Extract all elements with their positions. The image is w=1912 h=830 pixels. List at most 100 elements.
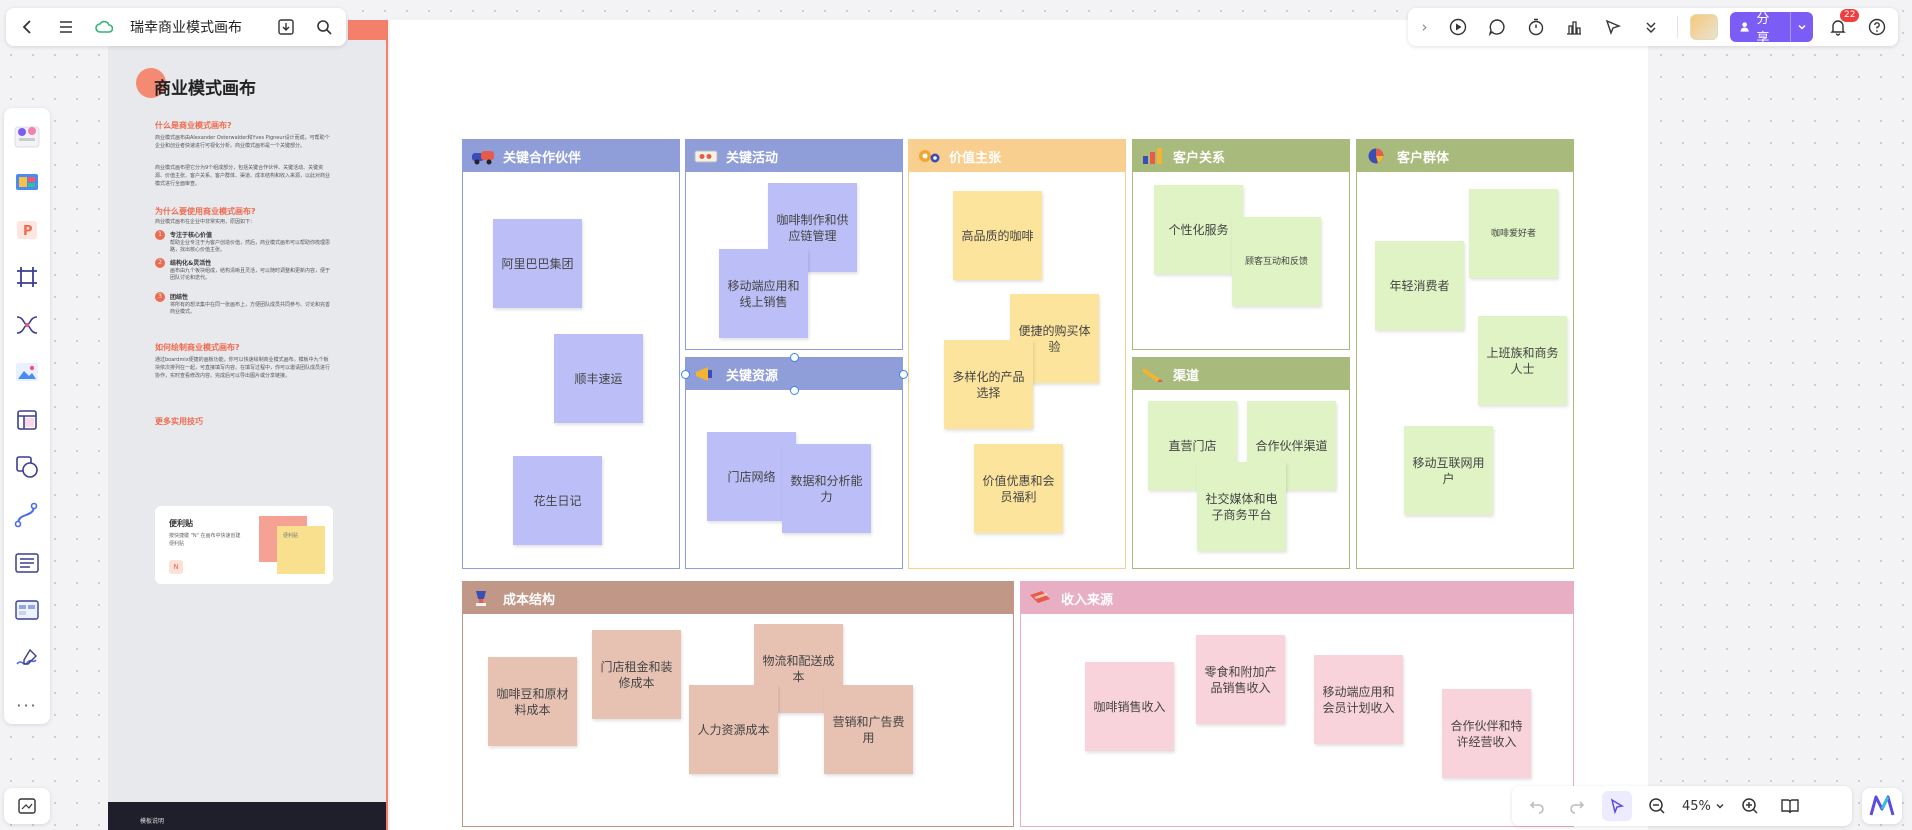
selection-handle[interactable]: [790, 353, 799, 362]
sticky-note[interactable]: 个性化服务: [1154, 185, 1243, 274]
guide-section-heading: 什么是商业模式画布?: [155, 121, 232, 130]
shortcut-key-badge: N: [169, 560, 183, 574]
more-tools-icon[interactable]: ···: [16, 695, 38, 715]
timer-icon[interactable]: [1522, 13, 1549, 41]
sticky-note[interactable]: 咖啡豆和原材料成本: [488, 657, 577, 746]
connector-tool-icon[interactable]: [11, 306, 43, 344]
laser-pointer-icon[interactable]: [1599, 13, 1626, 41]
book-guide-icon[interactable]: [1775, 791, 1805, 821]
help-icon[interactable]: [1863, 13, 1890, 41]
notification-bell-icon[interactable]: 22: [1825, 9, 1860, 41]
document-title[interactable]: 瑞幸商业模式画布: [130, 20, 242, 36]
guide-footer-text: 模板说明: [140, 818, 165, 825]
text-list-tool-icon[interactable]: [11, 544, 43, 582]
sticky-note[interactable]: 合作伙伴和特许经营收入: [1442, 689, 1531, 778]
image-tool-icon[interactable]: [11, 354, 43, 392]
sticky-note[interactable]: 移动端应用和线上销售: [719, 249, 808, 338]
back-icon[interactable]: [16, 15, 40, 39]
shape-tool-icon[interactable]: [11, 449, 43, 487]
kanban-tool-icon[interactable]: [11, 591, 43, 629]
pie-chart-icon: [1363, 145, 1391, 167]
selection-handle[interactable]: [681, 370, 690, 379]
guide-accent-strip: [348, 20, 386, 40]
sticky-note[interactable]: 零食和附加产品销售收入: [1196, 635, 1285, 724]
comment-icon[interactable]: [1484, 13, 1511, 41]
guide-section-heading: 如何绘制商业模式画布?: [155, 343, 240, 352]
zoom-in-icon[interactable]: [1735, 791, 1765, 821]
sticky-note[interactable]: 顺丰速运: [554, 334, 643, 423]
guide-paragraph: 商业模式画布在企业中非常实用，原因如下：: [155, 219, 256, 225]
pen-tool-icon[interactable]: [11, 639, 43, 677]
frame-tool-icon[interactable]: [11, 259, 43, 297]
handshake-icon: [469, 145, 497, 167]
sticky-note[interactable]: 高品质的咖啡: [953, 191, 1042, 280]
block-title: 渠道: [1173, 368, 1200, 384]
guide-title-dot: [136, 68, 166, 98]
pencil-icon: [1139, 363, 1167, 385]
selection-handle[interactable]: [790, 386, 799, 395]
block-title: 客户关系: [1173, 150, 1226, 166]
sticky-note[interactable]: 多样化的产品选择: [944, 340, 1033, 429]
sticky-note[interactable]: 社交媒体和电子商务平台: [1197, 462, 1286, 551]
curve-line-tool-icon[interactable]: [11, 496, 43, 534]
selection-handle[interactable]: [899, 370, 908, 379]
zoom-level-select[interactable]: 45%: [1682, 799, 1725, 814]
select-cursor-icon[interactable]: [1602, 791, 1632, 821]
toolbar-divider: [1676, 16, 1678, 38]
block-header: 关键活动: [686, 140, 902, 172]
sticky-note[interactable]: 门店租金和装修成本: [592, 630, 681, 719]
menu-icon[interactable]: [54, 15, 78, 39]
minimap-toggle-icon[interactable]: [4, 788, 50, 824]
templates-tool-icon[interactable]: [11, 116, 43, 154]
sticky-note[interactable]: 营销和广告费用: [824, 685, 913, 774]
collaborator-avatar[interactable]: [1689, 14, 1719, 40]
zoom-out-icon[interactable]: [1642, 791, 1672, 821]
sticky-note[interactable]: 咖啡销售收入: [1085, 662, 1174, 751]
undo-icon[interactable]: [1522, 791, 1552, 821]
template-guide-panel[interactable]: 商业模式画布 什么是商业模式画布? 商业模式画布由Alexander Oster…: [108, 20, 388, 830]
sticky-note[interactable]: 门店网络: [707, 432, 796, 521]
gears-icon: [915, 145, 943, 167]
sticky-note[interactable]: 花生日记: [513, 456, 602, 545]
sticky-note[interactable]: 价值优惠和会员福利: [974, 444, 1063, 533]
share-dropdown-icon[interactable]: [1790, 12, 1812, 42]
sticky-note[interactable]: 上班族和商务人士: [1478, 316, 1567, 405]
share-button-label: 分享: [1756, 12, 1770, 42]
vote-icon[interactable]: [1561, 13, 1588, 41]
download-icon[interactable]: [274, 15, 298, 39]
search-icon[interactable]: [312, 15, 336, 39]
sticky-note[interactable]: 阿里巴巴集团: [493, 219, 582, 308]
sticky-note[interactable]: 顾客互动和反馈: [1232, 217, 1321, 306]
block-title: 关键活动: [726, 150, 779, 166]
more-chevron-icon[interactable]: [1638, 13, 1665, 41]
sticky-note[interactable]: 咖啡爱好者: [1469, 189, 1558, 278]
presentation-tool-icon[interactable]: P: [11, 211, 43, 249]
sticky-note[interactable]: 年轻消费者: [1375, 241, 1464, 330]
block-title: 价值主张: [949, 150, 1002, 166]
reason-text: 帮助企业专注于为客户创造价值，然后，商业模式画布可以帮助你梳理思路，找出核心价值…: [170, 240, 331, 253]
sticky-note[interactable]: 移动端应用和会员计划收入: [1314, 655, 1403, 744]
boardmix-logo-icon[interactable]: [1862, 788, 1902, 824]
user-plus-icon: [1740, 22, 1749, 32]
block-title: 客户群体: [1397, 150, 1450, 166]
ticket-icon: [692, 145, 720, 167]
block-title: 成本结构: [503, 592, 556, 608]
block-title: 收入来源: [1061, 592, 1114, 608]
block-header: 客户群体: [1357, 140, 1573, 172]
document-toolbar: 瑞幸商业模式画布: [6, 8, 346, 46]
mind-map-tool-icon[interactable]: [11, 164, 43, 202]
megaphone-icon: [692, 363, 720, 385]
canvas-page[interactable]: 关键合作伙伴 阿里巴巴集团 顺丰速运 花生日记 关键活动 咖啡制作和供应链管理 …: [390, 20, 1648, 830]
table-tool-icon[interactable]: [11, 401, 43, 439]
svg-text:P: P: [23, 224, 33, 239]
reason-title: 团结性: [170, 294, 189, 301]
share-button[interactable]: 分享: [1730, 12, 1813, 42]
sticky-note[interactable]: 人力资源成本: [689, 685, 778, 774]
sticky-note[interactable]: 数据和分析能力: [782, 444, 871, 533]
collapse-chevron-icon[interactable]: ›: [1421, 18, 1428, 36]
present-play-icon[interactable]: [1445, 13, 1472, 41]
trophy-icon: [469, 587, 497, 609]
redo-icon[interactable]: [1562, 791, 1592, 821]
guide-title: 商业模式画布: [154, 79, 256, 99]
sticky-note[interactable]: 移动互联网用户: [1404, 426, 1493, 515]
